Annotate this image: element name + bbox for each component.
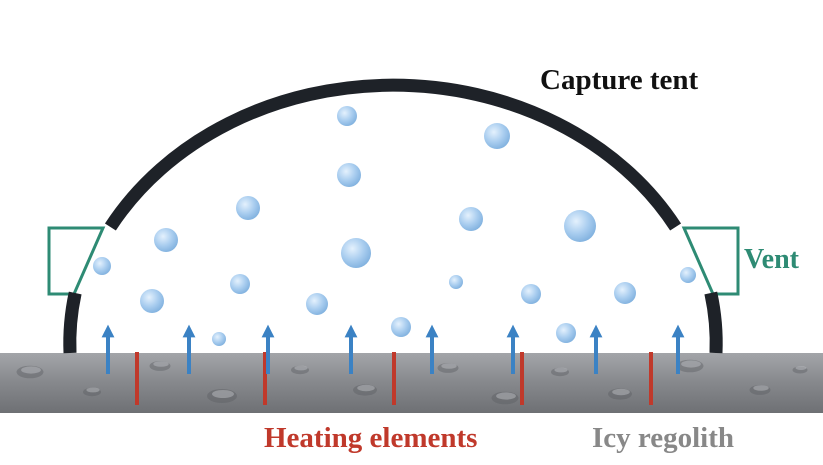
vapor-bubble-icon (556, 323, 576, 343)
regolith-crater-highlight (554, 367, 568, 373)
vapor-bubble-icon (521, 284, 541, 304)
vapor-bubble-icon (212, 332, 226, 346)
vent-label: Vent (744, 244, 799, 275)
regolith-crater-highlight (21, 366, 41, 374)
heating-elements-group (135, 352, 653, 405)
regolith-crater (608, 388, 632, 400)
regolith-crater-highlight (441, 363, 457, 369)
regolith-crater (491, 391, 519, 405)
regolith-crater (207, 389, 237, 403)
vapor-bubble-icon (459, 207, 483, 231)
vapor-bubble-icon (154, 228, 178, 252)
regolith-crater-highlight (212, 390, 234, 398)
regolith-crater-highlight (357, 384, 375, 392)
regolith-crater (437, 363, 459, 373)
vapor-bubble-icon (391, 317, 411, 337)
vapor-bubble-icon (564, 210, 596, 242)
vapor-bubble-icon (680, 267, 696, 283)
regolith-crater (291, 365, 309, 375)
vapor-bubble-icon (306, 293, 328, 315)
icy-regolith-ground (0, 353, 823, 413)
regolith-crater (353, 384, 377, 396)
icy-regolith-label: Icy regolith (592, 422, 735, 454)
regolith-crater (676, 359, 704, 373)
regolith-crater (792, 366, 808, 374)
regolith-crater (749, 385, 771, 395)
regolith-crater (83, 387, 101, 397)
vapor-bubble-icon (236, 196, 260, 220)
regolith-crater-highlight (496, 392, 516, 400)
regolith-crater-highlight (294, 365, 308, 371)
vapor-bubble-icon (337, 163, 361, 187)
regolith-crater-highlight (753, 385, 769, 391)
capture-tent-dome (63, 78, 723, 354)
vent-left (47, 226, 106, 296)
regolith-crater (551, 367, 569, 377)
vent-right (681, 226, 740, 296)
vapor-bubble-icon (614, 282, 636, 304)
regolith-crater-highlight (153, 361, 169, 367)
vapor-arrows-group (101, 324, 685, 374)
capture-tent-label: Capture tent (540, 64, 699, 96)
regolith-crater-highlight (612, 388, 630, 396)
vapor-bubble-icon (449, 275, 463, 289)
regolith-crater-highlight (681, 360, 701, 368)
vapor-bubble-icon (484, 123, 510, 149)
regolith-texture (16, 359, 808, 405)
regolith-crater-highlight (86, 387, 100, 393)
water-vapor-bubbles (93, 106, 696, 346)
heating-elements-label: Heating elements (264, 422, 478, 454)
vapor-bubble-icon (93, 257, 111, 275)
vapor-bubble-icon (140, 289, 164, 313)
vapor-bubble-icon (341, 238, 371, 268)
vapor-bubble-icon (230, 274, 250, 294)
vapor-bubble-icon (337, 106, 357, 126)
regolith-crater (16, 365, 44, 379)
regolith-crater-highlight (795, 366, 807, 370)
regolith-crater (149, 361, 171, 371)
